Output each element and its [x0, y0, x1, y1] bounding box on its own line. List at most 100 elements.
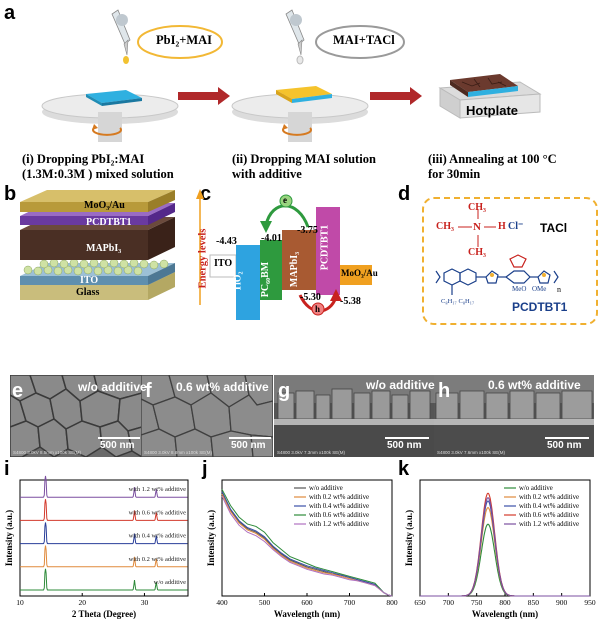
sem-grains-e [10, 375, 142, 457]
panel-label-e: e [12, 380, 24, 402]
pcbm-label-wrap: PC₆₀BM [260, 262, 280, 298]
level-pcbm: -4.01 [261, 233, 282, 244]
panel-label-a: a [4, 2, 16, 24]
abs-series-line [221, 489, 393, 597]
sem-image-f [140, 374, 274, 458]
label-tio2: TiO₂ [232, 271, 244, 292]
scale-h: 500 nm [547, 440, 582, 451]
panel-label-f: f [145, 380, 152, 402]
level-mapbi-lumo: -3.75 [297, 225, 318, 236]
panel-label-c: c [200, 183, 212, 205]
xrd-legend-label: with 0.2 wt% additive [129, 556, 187, 563]
repeat-n: n [557, 285, 561, 294]
energy-axis-label: Energy levels [197, 228, 209, 289]
x-tick-label: 500 [259, 598, 271, 607]
x-tick-label: 400 [216, 598, 228, 607]
pipette-icon-2 [285, 9, 305, 65]
sem-crosssection-g [274, 375, 434, 457]
abs-series-line [221, 495, 393, 597]
abs-legend-label: with 0.4 wt% additive [309, 503, 369, 510]
scale-bar-h [545, 437, 589, 439]
ch3-left: CH₃ [436, 221, 454, 232]
level-tio2: -4.43 [216, 236, 237, 247]
scale-bar-f [229, 437, 271, 439]
sem-image-g [274, 375, 434, 457]
x-tick-label: 700 [344, 598, 356, 607]
scale-bar-g [385, 437, 429, 439]
pcdtbt-label-wrap: PCDTBT1 [318, 222, 336, 272]
electron-symbol: e [283, 195, 287, 205]
ch3-bottom: CH₃ [468, 247, 486, 258]
sem-grains-f [140, 374, 274, 458]
device-stack [20, 190, 175, 300]
pl-legend-label: w/o additive [519, 485, 553, 492]
panel-label-i: i [4, 458, 10, 480]
step-3-line-1: (iii) Annealing at 100 °C [428, 152, 557, 166]
xrd-legend-label: with 0.4 wt% additive [129, 533, 187, 540]
layer-ito: ITO [80, 275, 99, 286]
xrd-series-line [20, 499, 188, 521]
x-tick-label: 900 [556, 598, 568, 607]
y-axis-label: Intensity (a.u.) [404, 510, 414, 566]
tio2-label-wrap: TiO₂ [233, 268, 258, 298]
hcl-h: H [498, 221, 506, 232]
x-tick-label: 10 [16, 598, 24, 607]
abs-legend-label: with 0.2 wt% additive [309, 494, 369, 501]
scale-f: 500 nm [231, 440, 266, 451]
sem-f-caption: 0.6 wt% additive [176, 380, 269, 394]
pl-series-line [420, 523, 590, 597]
scale-bar-e [98, 437, 140, 439]
pl-legend-label: with 0.2 wt% additive [519, 494, 579, 501]
xrd-series-line [20, 475, 188, 498]
sem-e-caption: w/o additive [78, 380, 147, 394]
xrd-legend-label: with 0.6 wt% additive [129, 509, 187, 516]
scale-e: 500 nm [100, 440, 135, 451]
alkyl-chains: C₈H₁₇ C₈H₁₇ [441, 298, 475, 305]
xrd-series-line [20, 568, 188, 591]
x-tick-label: 800 [499, 598, 511, 607]
panel-a-illustration [41, 9, 542, 142]
layer-glass: Glass [76, 287, 100, 298]
layer-mapbi3: MAPbI₃ [86, 243, 122, 254]
methoxy-right: OMe [532, 285, 547, 293]
mapbi-label-wrap: MAPbI₃ [289, 250, 311, 290]
scale-g: 500 nm [387, 440, 422, 451]
x-tick-label: 850 [528, 598, 540, 607]
molecule-structures [435, 209, 559, 295]
pcdtbt1-formula-label: PCDTBT1 [512, 300, 568, 314]
label-pcdtbt: PCDTBT1 [319, 224, 331, 271]
level-pcdtbt-homo: -5.38 [340, 296, 361, 307]
panel-label-k: k [398, 458, 410, 480]
label-ito-c: ITO [214, 258, 233, 269]
pl-legend-label: with 1.2 wt% additive [519, 521, 579, 528]
sem-crosssection-h [434, 375, 594, 457]
step-2-caption: (ii) Dropping MAI solution with additive [232, 152, 376, 182]
abs-legend-label: w/o additive [309, 485, 343, 492]
xrd-series-line [20, 545, 188, 568]
x-tick-label: 20 [78, 598, 86, 607]
pipette-icon-1 [111, 9, 131, 64]
layer-moo3: MoO₃/Au [84, 200, 125, 211]
x-tick-label: 700 [443, 598, 455, 607]
x-axis-label: Wavelength (nm) [472, 609, 538, 619]
hotplate-label: Hotplate [466, 103, 518, 118]
sem-g-caption: w/o additive [366, 378, 435, 392]
hcl-cl: Cl⁻ [508, 221, 524, 232]
x-tick-label: 950 [584, 598, 596, 607]
hole-symbol: h [315, 304, 321, 314]
plot-frame [19, 479, 189, 597]
y-axis-label: Intensity (a.u.) [206, 510, 216, 566]
step-2-line-1: (ii) Dropping MAI solution [232, 152, 376, 166]
x-tick-label: 650 [414, 598, 426, 607]
molecule-box [422, 197, 598, 325]
x-tick-label: 800 [386, 598, 398, 607]
panel-label-g: g [278, 380, 291, 402]
x-tick-label: 600 [301, 598, 313, 607]
x-tick-label: 750 [471, 598, 483, 607]
abs-legend-label: with 1.2 wt% additive [309, 521, 369, 528]
step-3-line-2: for 30min [428, 167, 481, 181]
step-1-line-2: (1.3M:0.3M ) mixed solution [22, 167, 174, 181]
